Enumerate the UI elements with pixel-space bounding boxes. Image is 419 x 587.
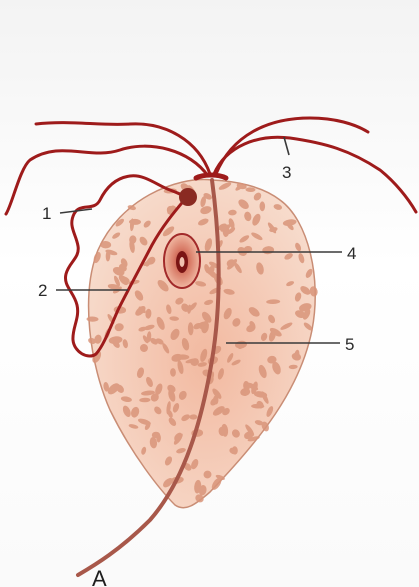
nucleolus bbox=[180, 257, 185, 267]
basal-body bbox=[179, 188, 197, 206]
blepharoplast bbox=[196, 175, 226, 178]
leader-line-3 bbox=[284, 137, 289, 155]
callout-5: 5 bbox=[345, 335, 354, 354]
panel-label: A bbox=[92, 566, 107, 587]
granule bbox=[260, 201, 266, 211]
callout-2: 2 bbox=[38, 281, 47, 300]
callout-4: 4 bbox=[347, 244, 356, 263]
callout-3: 3 bbox=[282, 163, 291, 182]
callout-1: 1 bbox=[42, 204, 51, 223]
granule bbox=[176, 354, 189, 359]
granule bbox=[156, 434, 161, 443]
